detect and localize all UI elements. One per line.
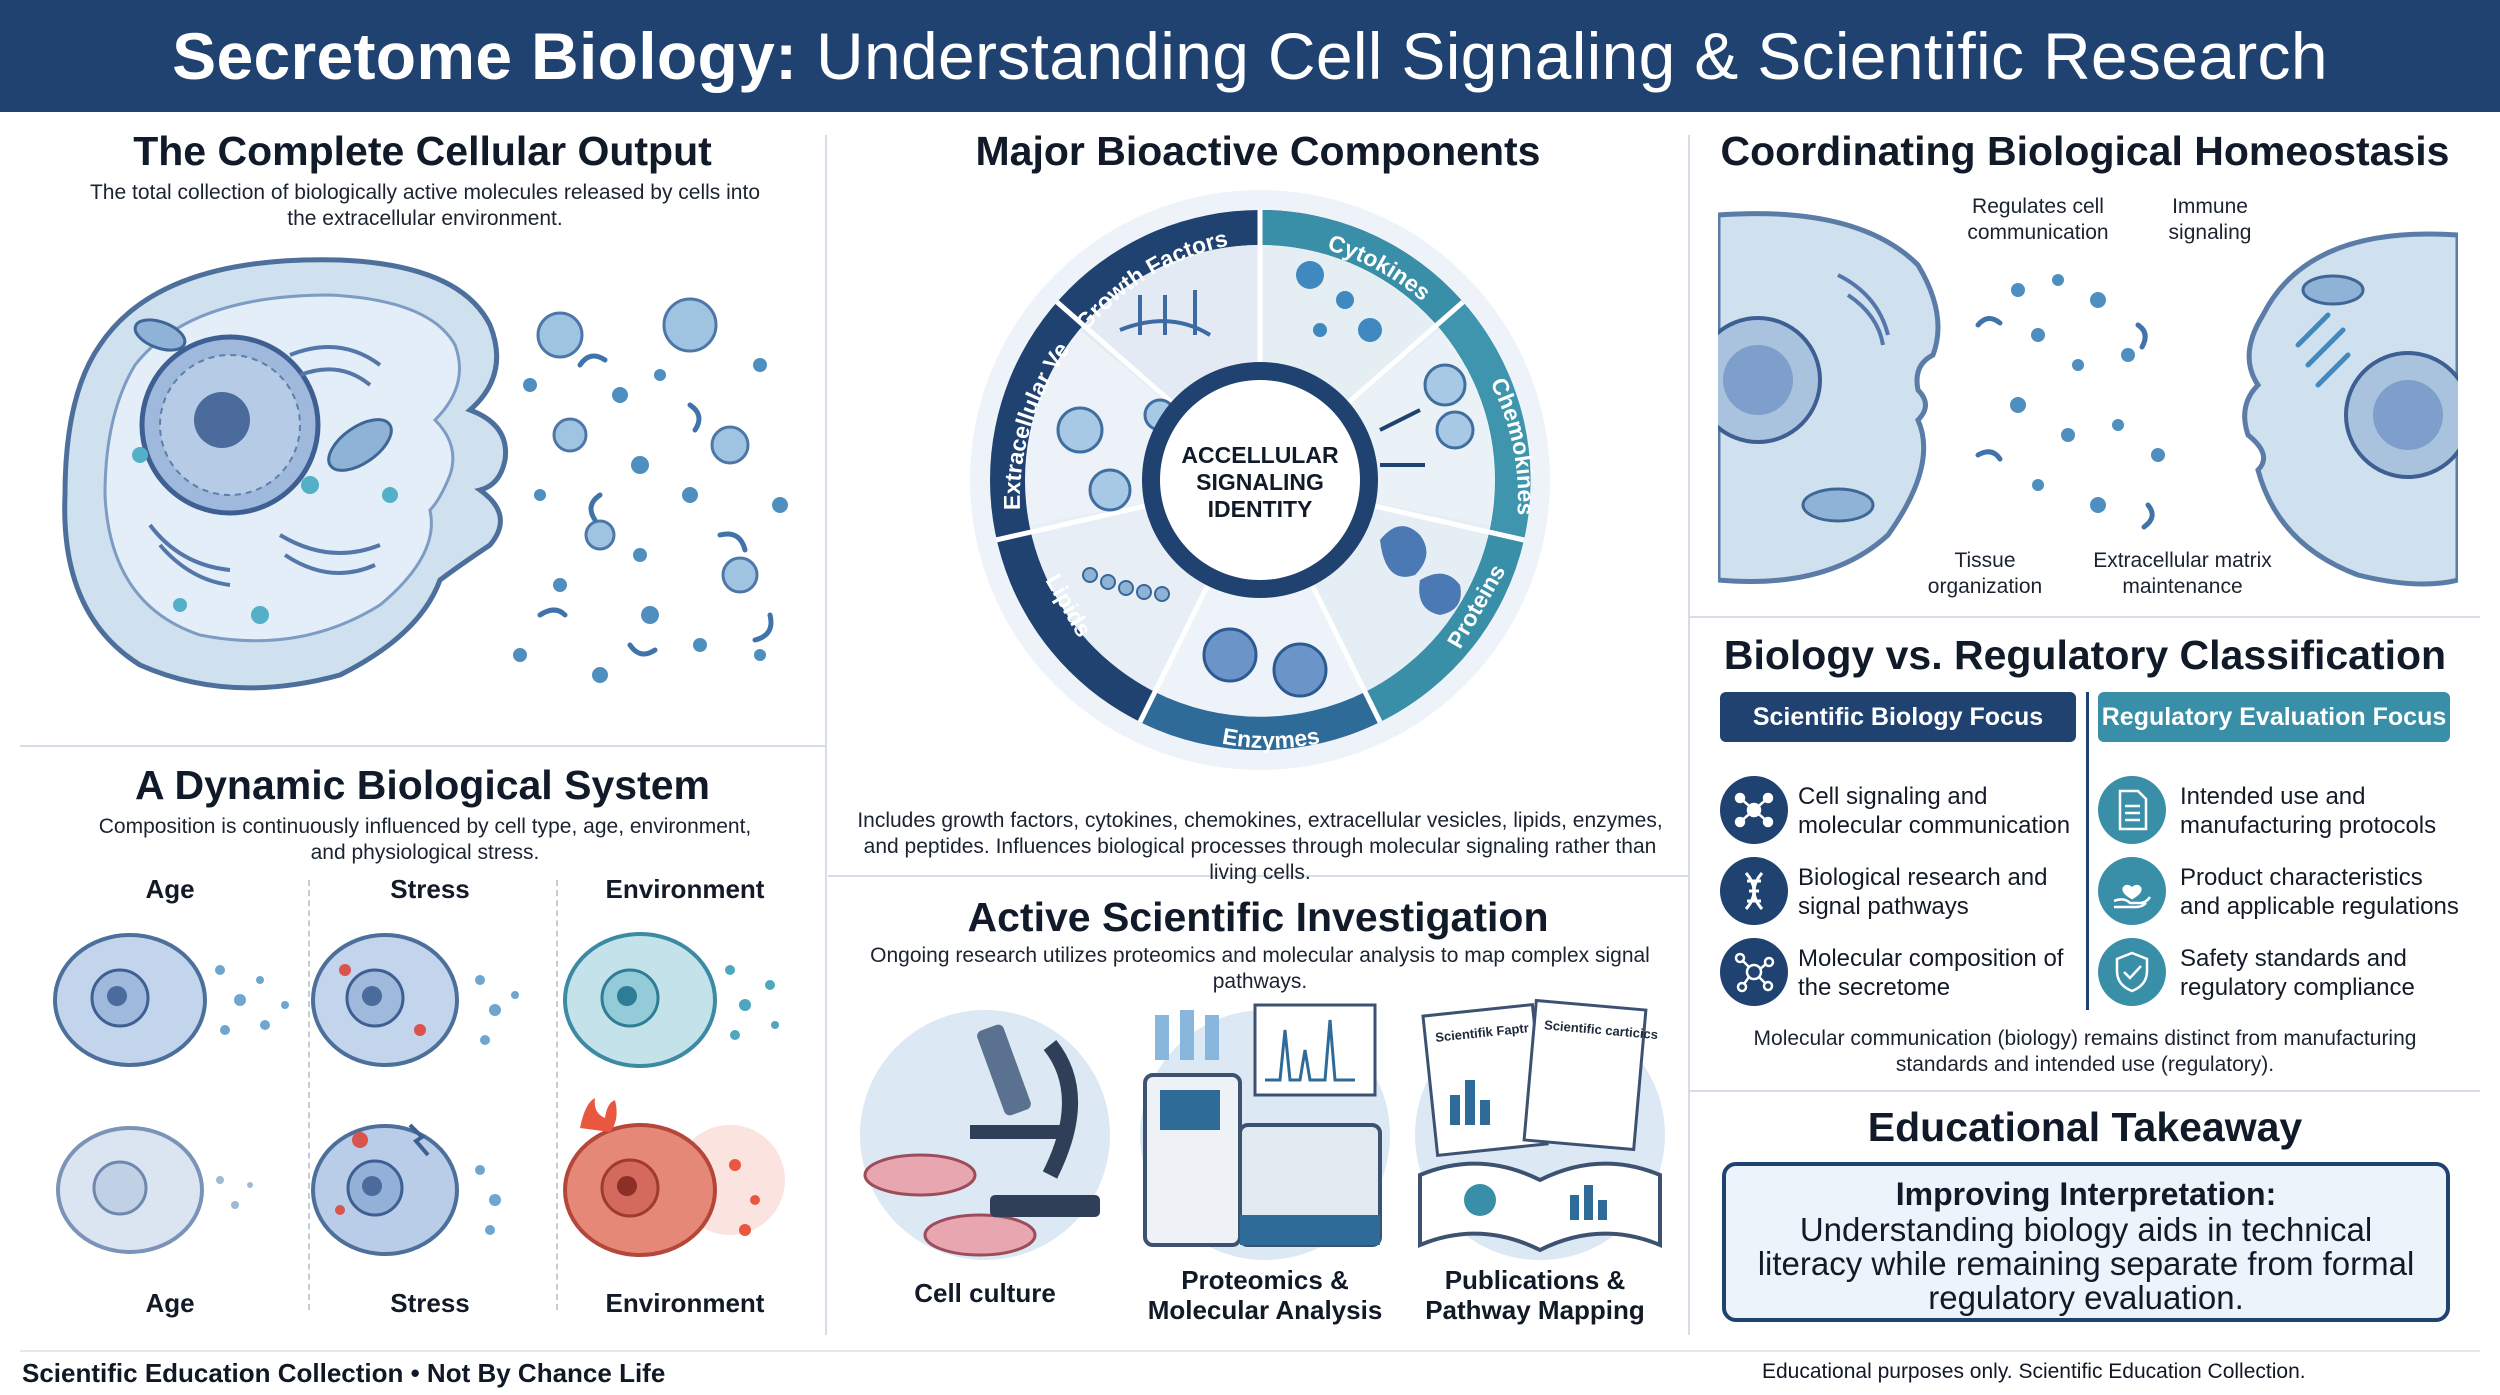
page-header: Secretome Biology: Understanding Cell Si… xyxy=(0,0,2500,112)
takeaway-box-line: literacy while remaining separate from f… xyxy=(1757,1245,2415,1282)
classification-note: Molecular communication (biology) remain… xyxy=(1753,1027,2417,1076)
investigation-label: Proteomics & xyxy=(1181,1265,1349,1295)
takeaway-box-line: regulatory evaluation. xyxy=(1928,1279,2244,1316)
dynamic-system-title: A Dynamic Biological System xyxy=(135,762,710,808)
molecule-icon xyxy=(1720,938,1788,1006)
shield-check-icon xyxy=(2098,938,2166,1006)
mass-spectrometer-icon xyxy=(1140,1003,1390,1260)
condition-cells-illustration xyxy=(53,932,785,1257)
biology-focus-header: Scientific Biology Focus xyxy=(1720,692,2076,742)
footer-collection: Scientific Education Collection • Not By… xyxy=(22,1358,666,1388)
investigation-description: Ongoing research utilizes proteomics and… xyxy=(870,944,1650,993)
dynamic-system-description: Composition is continuously influenced b… xyxy=(98,815,752,864)
cellular-output-description: The total collection of biologically act… xyxy=(89,181,760,230)
footer-disclaimer: Educational purposes only. Scientific Ed… xyxy=(1762,1360,2306,1383)
section-divider xyxy=(1690,616,2480,618)
condition-label: Environment xyxy=(605,874,765,904)
dashed-divider xyxy=(308,880,310,1310)
cellular-output-title: The Complete Cellular Output xyxy=(133,128,712,174)
components-wheel: Growth Factors Cytokines Chemokines Enzy… xyxy=(950,180,1550,770)
classification-divider xyxy=(2086,692,2089,1010)
regulatory-focus-header: Regulatory Evaluation Focus xyxy=(2098,692,2450,742)
condition-label: Environment xyxy=(605,1288,765,1318)
section-divider xyxy=(20,745,825,747)
dashed-divider xyxy=(556,880,558,1310)
cell-environment-top xyxy=(563,932,779,1068)
segment-label-enzymes: Enzymes xyxy=(1221,722,1322,753)
dna-icon xyxy=(1720,857,1788,925)
secreting-cell-illustration xyxy=(62,257,788,691)
column-divider xyxy=(1688,135,1690,1335)
page-title: Secretome Biology: Understanding Cell Si… xyxy=(172,19,2328,93)
cell-environment-bottom xyxy=(563,1098,785,1257)
footer-divider xyxy=(20,1350,2480,1352)
column-divider xyxy=(825,135,827,1335)
microscope-icon xyxy=(860,1010,1110,1260)
investigation-label: Molecular Analysis xyxy=(1147,1295,1383,1325)
section-divider xyxy=(828,875,1688,877)
center-label-line: ACCELLULAR xyxy=(1181,442,1339,468)
homeostasis-illustration xyxy=(1718,211,2458,587)
center-label-line: IDENTITY xyxy=(1208,496,1313,522)
cell-stress-bottom xyxy=(311,1123,501,1256)
investigation-label: Pathway Mapping xyxy=(1425,1295,1645,1325)
takeaway-box-line: Understanding biology aids in technical xyxy=(1799,1211,2373,1248)
investigation-illustration: Scientifik Faptr Scientific carticics xyxy=(860,998,1665,1260)
center-label-line: SIGNALING xyxy=(1196,469,1324,495)
condition-label: Age xyxy=(145,874,195,904)
takeaway-box-title: Improving Interpretation: xyxy=(1895,1176,2277,1212)
homeostasis-title: Coordinating Biological Homeostasis xyxy=(1720,128,2450,174)
condition-label: Age xyxy=(145,1288,195,1318)
components-description: Includes growth factors, cytokines, chem… xyxy=(857,809,1663,884)
investigation-label: Publications & xyxy=(1444,1265,1626,1295)
publications-icon: Scientifik Faptr Scientific carticics xyxy=(1415,998,1665,1260)
cell-stress-top xyxy=(311,933,519,1067)
classification-title: Biology vs. Regulatory Classification xyxy=(1723,632,2447,678)
hand-heart-icon xyxy=(2098,857,2166,925)
takeaway-box: Improving Interpretation: Understanding … xyxy=(1722,1162,2450,1322)
cell-age-old xyxy=(56,1126,253,1254)
cell-age-young xyxy=(53,933,289,1067)
condition-label: Stress xyxy=(390,1288,470,1318)
network-icon xyxy=(1720,776,1788,844)
investigation-label: Cell culture xyxy=(914,1278,1056,1308)
document-icon xyxy=(2098,776,2166,844)
components-title: Major Bioactive Components xyxy=(975,128,1541,174)
investigation-title: Active Scientific Investigation xyxy=(967,894,1549,940)
section-divider xyxy=(1690,1090,2480,1092)
condition-label: Stress xyxy=(390,874,470,904)
takeaway-title: Educational Takeaway xyxy=(1867,1104,2303,1150)
